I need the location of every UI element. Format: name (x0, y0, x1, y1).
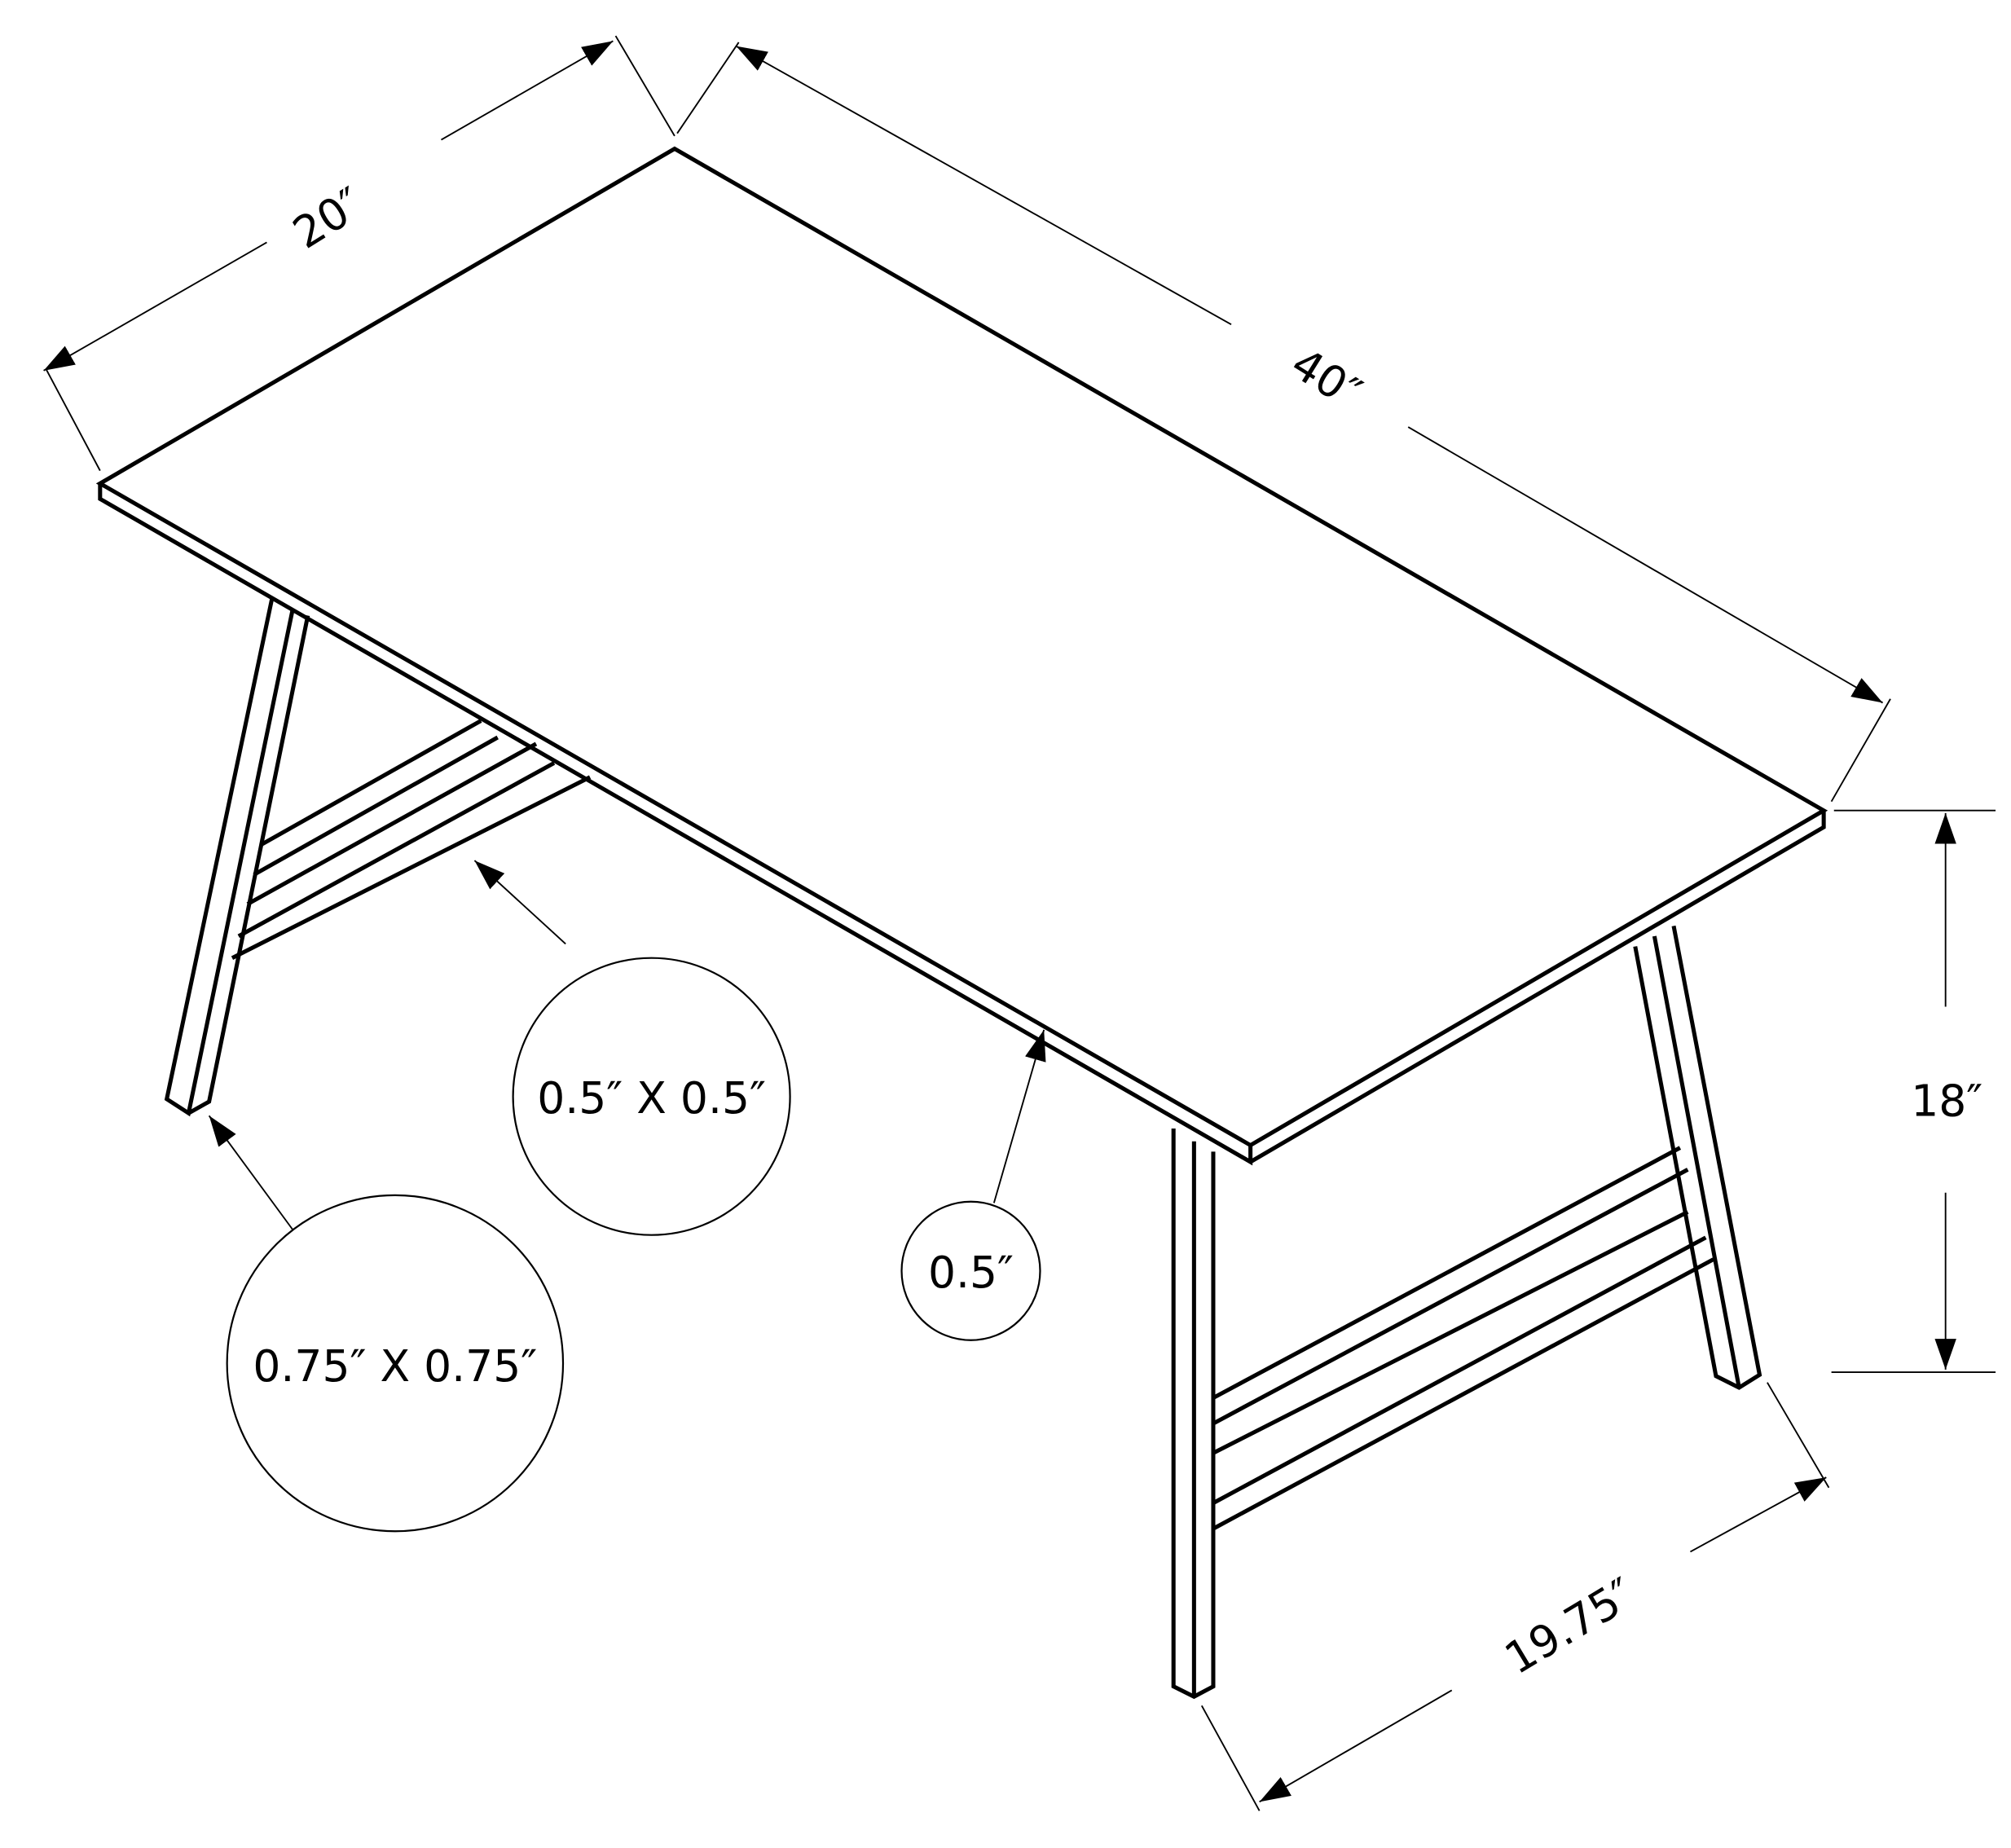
dimension-leg-spread: 19.75″ (1200, 1382, 1830, 1811)
table-top (95, 146, 1828, 1166)
right-leg-assembly (1171, 925, 1762, 1700)
dimension-leg-spread-label: 19.75″ (1496, 1568, 1644, 1684)
callout-top-thickness-label: 0.5″ (928, 1247, 1014, 1298)
callout-leg-profile-label: 0.75″ X 0.75″ (253, 1340, 537, 1392)
dimension-depth: 20″ (43, 35, 675, 472)
callout-slat-profile: 0.5″ X 0.5″ (473, 860, 791, 1236)
dimension-width-label: 40″ (1283, 337, 1371, 419)
dimension-height: 18″ (1831, 809, 1996, 1374)
dimension-height-label: 18″ (1911, 1075, 1982, 1126)
dimension-width: 40″ (676, 42, 1891, 803)
callout-slat-profile-label: 0.5″ X 0.5″ (537, 1072, 766, 1124)
callout-leg-profile: 0.75″ X 0.75″ (208, 1115, 565, 1533)
left-leg-assembly (164, 598, 592, 1117)
callout-top-thickness: 0.5″ (900, 1029, 1046, 1341)
dimension-depth-label: 20″ (284, 178, 372, 259)
